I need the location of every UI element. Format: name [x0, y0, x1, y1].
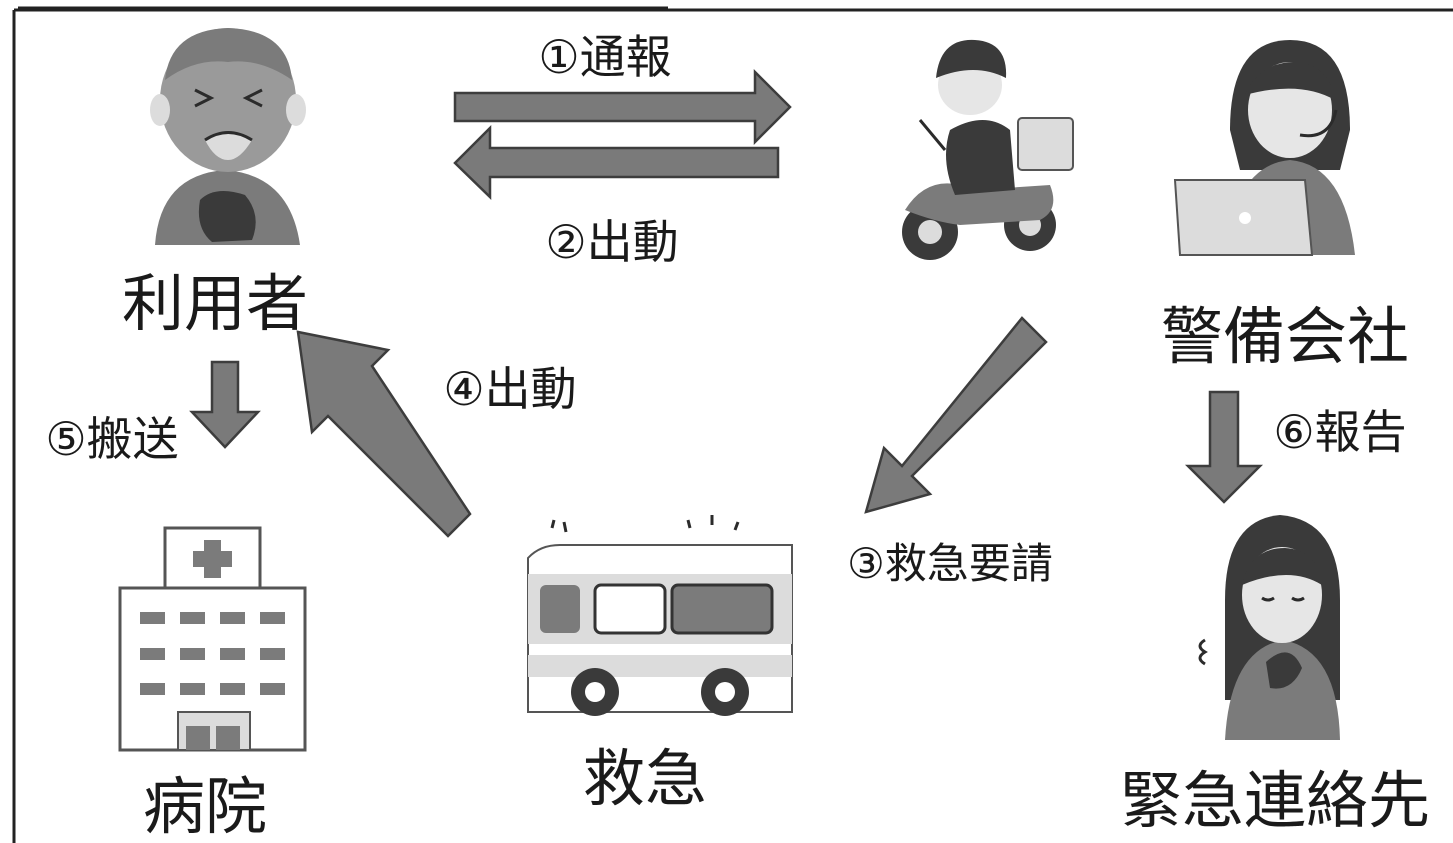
- node-label-emergency-contact: 緊急連絡先: [1120, 764, 1430, 837]
- step-label-1: ①通報: [538, 30, 671, 84]
- node-label-security-company: 警備会社: [1161, 300, 1409, 373]
- arrow-dispatch: [453, 124, 780, 200]
- arrow-ambulance-request: [864, 316, 1048, 514]
- arrow-transport: [189, 360, 261, 449]
- call-center-operator-icon: [1173, 40, 1355, 256]
- worried-woman-icon: [1198, 515, 1340, 740]
- node-label-hospital: 病院: [143, 770, 267, 843]
- motorbike-guard-icon: [902, 39, 1074, 260]
- arrow-ambulance-dispatch: [296, 330, 472, 538]
- arrow-report: [453, 68, 792, 146]
- node-label-ambulance: 救急: [583, 742, 707, 815]
- hospital-building-icon: [118, 526, 307, 752]
- step-label-2: ②出動: [545, 215, 678, 269]
- step-label-4: ④出動: [443, 362, 576, 416]
- ambulance-icon: [527, 515, 793, 716]
- elderly-man-in-pain-icon: [150, 28, 306, 245]
- node-label-user: 利用者: [122, 267, 308, 340]
- diagram-frame: [12, 6, 1453, 843]
- step-label-5: ⑤搬送: [45, 412, 178, 466]
- arrow-report-contact: [1184, 390, 1264, 504]
- step-label-6: ⑥報告: [1273, 405, 1406, 459]
- step-label-3: ③救急要請: [847, 539, 1053, 588]
